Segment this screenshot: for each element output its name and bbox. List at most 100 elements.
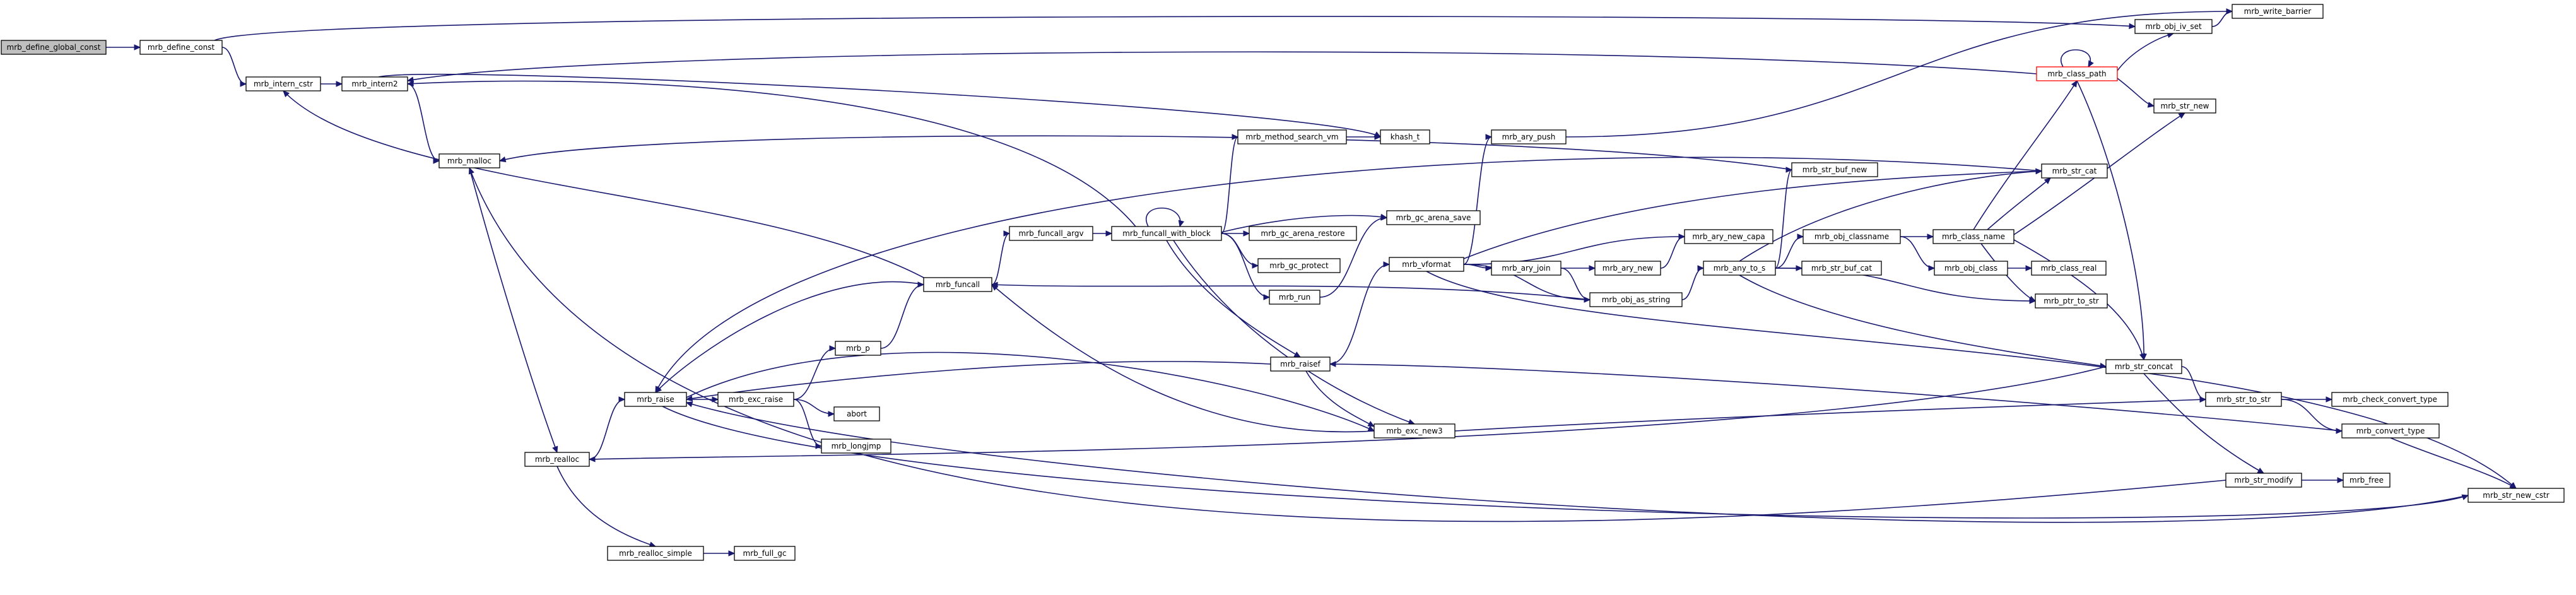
node-box[interactable] <box>835 341 881 356</box>
node-mrb-obj-iv-set[interactable]: mrb_obj_iv_set <box>2134 19 2213 34</box>
node-box[interactable] <box>1791 162 1878 177</box>
node-mrb-p[interactable]: mrb_p <box>835 341 881 356</box>
node-mrb-funcall[interactable]: mrb_funcall <box>923 277 992 292</box>
node-box[interactable] <box>1009 226 1093 241</box>
node-mrb-gc-protect[interactable]: mrb_gc_protect <box>1257 258 1341 273</box>
node-box[interactable] <box>717 392 794 407</box>
node-mrb-str-new-cstr[interactable]: mrb_str_new_cstr <box>2467 488 2565 503</box>
node-box[interactable] <box>2467 488 2565 503</box>
node-box[interactable] <box>2153 98 2216 114</box>
node-mrb-exc-raise[interactable]: mrb_exc_raise <box>717 392 794 407</box>
node-box[interactable] <box>2036 66 2118 81</box>
node-box[interactable] <box>2341 423 2440 439</box>
node-mrb-ary-push[interactable]: mrb_ary_push <box>1491 129 1567 144</box>
node-box[interactable] <box>624 392 687 407</box>
node-box[interactable] <box>821 439 891 454</box>
node-mrb-str-cat[interactable]: mrb_str_cat <box>2041 163 2108 179</box>
node-mrb-str-modify[interactable]: mrb_str_modify <box>2225 473 2302 488</box>
node-mrb-str-new[interactable]: mrb_str_new <box>2153 98 2216 114</box>
node-mrb-class-path[interactable]: mrb_class_path <box>2036 66 2118 81</box>
node-box[interactable] <box>1386 210 1481 225</box>
node-box[interactable] <box>734 546 796 561</box>
node-box[interactable] <box>438 153 500 168</box>
node-mrb-ary-new-capa[interactable]: mrb_ary_new_capa <box>1684 229 1773 244</box>
node-mrb-malloc[interactable]: mrb_malloc <box>438 153 500 168</box>
node-box[interactable] <box>2035 293 2108 309</box>
node-khash-t[interactable]: khash_t <box>1380 129 1430 144</box>
node-mrb-define-global-const[interactable]: mrb_define_global_const <box>1 40 107 55</box>
node-box[interactable] <box>1801 261 1882 276</box>
node-box[interactable] <box>1491 261 1561 276</box>
node-box[interactable] <box>139 40 223 55</box>
node-box[interactable] <box>245 76 321 91</box>
node-box[interactable] <box>524 452 590 467</box>
node-abort[interactable]: abort <box>833 406 880 421</box>
node-mrb-ptr-to-str[interactable]: mrb_ptr_to_str <box>2035 293 2108 309</box>
node-mrb-gc-arena-restore[interactable]: mrb_gc_arena_restore <box>1249 226 1357 241</box>
node-box[interactable] <box>2331 392 2449 407</box>
node-mrb-full-gc[interactable]: mrb_full_gc <box>734 546 796 561</box>
node-box[interactable] <box>1270 356 1331 372</box>
node-mrb-write-barrier[interactable]: mrb_write_barrier <box>2232 4 2324 19</box>
node-box[interactable] <box>1594 261 1661 276</box>
node-box[interactable] <box>1111 226 1222 241</box>
node-box[interactable] <box>1249 226 1357 241</box>
node-box[interactable] <box>1257 258 1341 273</box>
node-box[interactable] <box>1237 129 1347 144</box>
node-mrb-str-to-str[interactable]: mrb_str_to_str <box>2205 392 2282 407</box>
node-mrb-check-convert-type[interactable]: mrb_check_convert_type <box>2331 392 2449 407</box>
node-mrb-ary-join[interactable]: mrb_ary_join <box>1491 261 1561 276</box>
node-mrb-intern2[interactable]: mrb_intern2 <box>341 76 408 91</box>
node-mrb-exc-new3[interactable]: mrb_exc_new3 <box>1373 423 1456 439</box>
node-box[interactable] <box>1380 129 1430 144</box>
node-box[interactable] <box>2041 163 2108 179</box>
node-mrb-raisef[interactable]: mrb_raisef <box>1270 356 1331 372</box>
node-mrb-raise[interactable]: mrb_raise <box>624 392 687 407</box>
node-mrb-realloc-simple[interactable]: mrb_realloc_simple <box>607 546 704 561</box>
node-mrb-str-buf-cat[interactable]: mrb_str_buf_cat <box>1801 261 1882 276</box>
node-box[interactable] <box>2225 473 2302 488</box>
node-mrb-intern-cstr[interactable]: mrb_intern_cstr <box>245 76 321 91</box>
node-mrb-class-real[interactable]: mrb_class_real <box>2031 261 2107 276</box>
node-mrb-longjmp[interactable]: mrb_longjmp <box>821 439 891 454</box>
node-box[interactable] <box>1491 129 1567 144</box>
node-box[interactable] <box>2105 359 2182 374</box>
node-box[interactable] <box>1803 229 1901 244</box>
node-box[interactable] <box>2232 4 2324 19</box>
node-mrb-realloc[interactable]: mrb_realloc <box>524 452 590 467</box>
node-box[interactable] <box>1589 292 1683 307</box>
node-mrb-ary-new[interactable]: mrb_ary_new <box>1594 261 1661 276</box>
node-mrb-convert-type[interactable]: mrb_convert_type <box>2341 423 2440 439</box>
node-mrb-any-to-s[interactable]: mrb_any_to_s <box>1703 261 1776 276</box>
node-box[interactable] <box>341 76 408 91</box>
node-mrb-obj-class[interactable]: mrb_obj_class <box>1934 261 2008 276</box>
node-mrb-define-const[interactable]: mrb_define_const <box>139 40 223 55</box>
node-mrb-funcall-argv[interactable]: mrb_funcall_argv <box>1009 226 1093 241</box>
node-mrb-str-buf-new[interactable]: mrb_str_buf_new <box>1791 162 1878 177</box>
node-box[interactable] <box>2343 473 2391 488</box>
node-box[interactable] <box>1269 290 1320 305</box>
node-box[interactable] <box>833 406 880 421</box>
node-box[interactable] <box>1 40 107 55</box>
node-mrb-class-name[interactable]: mrb_class_name <box>1932 229 2014 244</box>
node-box[interactable] <box>2031 261 2107 276</box>
node-box[interactable] <box>1373 423 1456 439</box>
node-mrb-run[interactable]: mrb_run <box>1269 290 1320 305</box>
node-box[interactable] <box>1389 257 1464 272</box>
node-mrb-gc-arena-save[interactable]: mrb_gc_arena_save <box>1386 210 1481 225</box>
node-mrb-funcall-with-block[interactable]: mrb_funcall_with_block <box>1111 226 1222 241</box>
node-mrb-method-search-vm[interactable]: mrb_method_search_vm <box>1237 129 1347 144</box>
node-mrb-str-concat[interactable]: mrb_str_concat <box>2105 359 2182 374</box>
node-box[interactable] <box>1703 261 1776 276</box>
node-box[interactable] <box>1684 229 1773 244</box>
node-mrb-free[interactable]: mrb_free <box>2343 473 2391 488</box>
node-box[interactable] <box>923 277 992 292</box>
node-box[interactable] <box>2205 392 2282 407</box>
node-box[interactable] <box>1934 261 2008 276</box>
node-box[interactable] <box>2134 19 2213 34</box>
node-box[interactable] <box>607 546 704 561</box>
node-mrb-obj-as-string[interactable]: mrb_obj_as_string <box>1589 292 1683 307</box>
node-mrb-obj-classname[interactable]: mrb_obj_classname <box>1803 229 1901 244</box>
node-mrb-vformat[interactable]: mrb_vformat <box>1389 257 1464 272</box>
node-box[interactable] <box>1932 229 2014 244</box>
